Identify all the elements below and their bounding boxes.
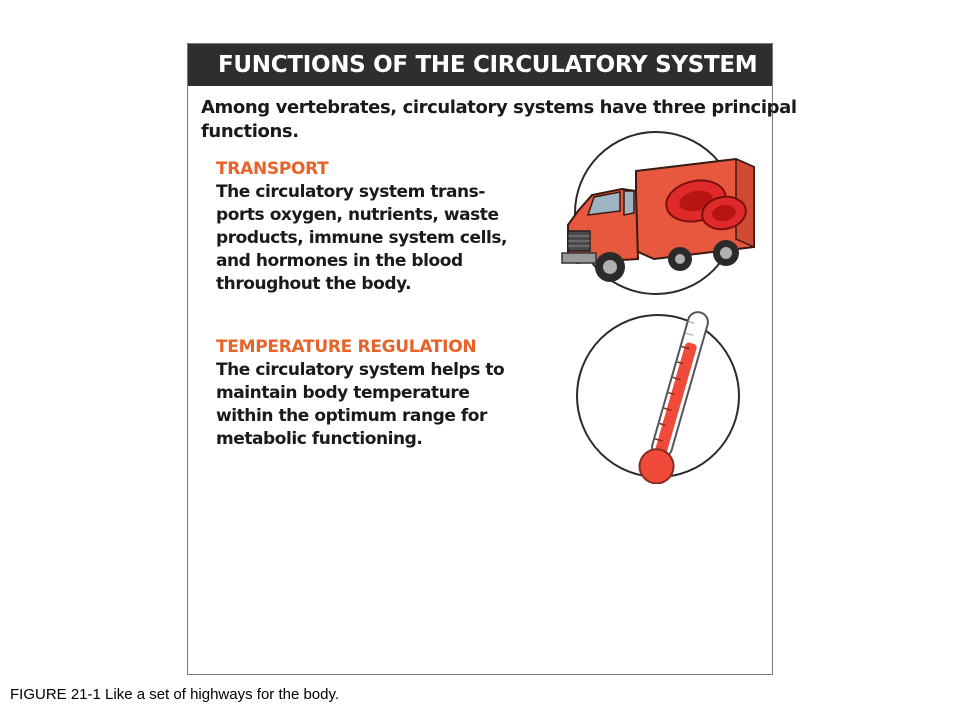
temperature-line: within the optimum range for xyxy=(216,406,487,426)
transport-description: The circulatory system trans- ports oxyg… xyxy=(216,181,546,296)
temperature-regulation-title: TEMPERATURE REGULATION xyxy=(216,337,477,357)
temperature-line: The circulatory system helps to xyxy=(216,360,505,380)
intro-text: Among vertebrates, circulatory systems h… xyxy=(201,96,797,144)
figure-panel: FUNCTIONS OF THE CIRCULATORY SYSTEM Amon… xyxy=(187,43,797,675)
intro-line: Among vertebrates, circulatory systems h… xyxy=(201,97,797,118)
transport-title: TRANSPORT xyxy=(216,159,329,179)
transport-line: The circulatory system trans- xyxy=(216,182,485,202)
transport-line: products, immune system cells, xyxy=(216,228,508,248)
page-title: FUNCTIONS OF THE CIRCULATORY SYSTEM xyxy=(188,44,772,86)
thermometer-icon xyxy=(576,311,740,484)
temperature-regulation-description: The circulatory system helps to maintain… xyxy=(216,359,546,451)
temperature-line: maintain body temperature xyxy=(216,383,470,403)
temperature-line: metabolic functioning. xyxy=(216,429,423,449)
delivery-truck-icon xyxy=(561,131,755,295)
intro-line: functions. xyxy=(201,121,299,142)
transport-line: and hormones in the blood xyxy=(216,251,463,271)
transport-line: ports oxygen, nutrients, waste xyxy=(216,205,499,225)
figure-caption: FIGURE 21-1 Like a set of highways for t… xyxy=(10,686,340,703)
transport-line: throughout the body. xyxy=(216,274,412,294)
